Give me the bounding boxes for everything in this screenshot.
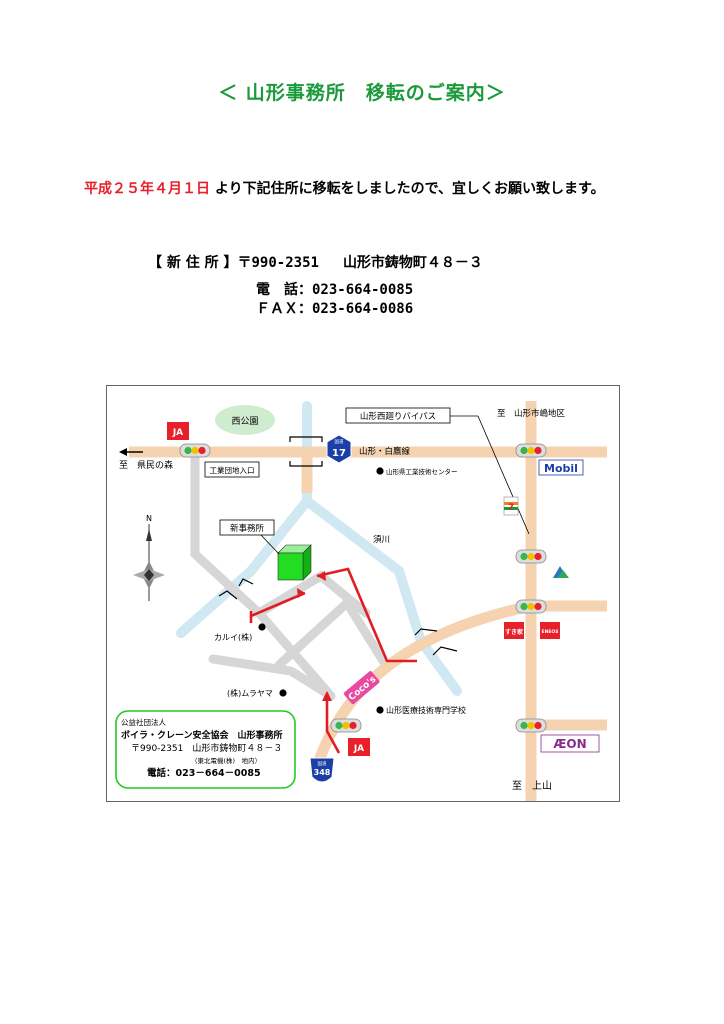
office-info-box bbox=[115, 710, 296, 789]
medical-school-marker bbox=[376, 706, 384, 714]
svg-text:ÆON: ÆON bbox=[553, 737, 586, 751]
org-phone: 電話：023－664－0085 bbox=[147, 767, 261, 779]
murayama-label: (株)ムラヤマ bbox=[227, 688, 273, 698]
fax-label: ＦＡＸ： bbox=[256, 301, 312, 317]
industrial-center-marker bbox=[376, 467, 384, 475]
side-roads bbox=[190, 451, 390, 701]
svg-text:17: 17 bbox=[332, 448, 346, 459]
phone-row: 電 話：023-664-0085 bbox=[256, 279, 413, 299]
mobil-logo-icon: Mobil bbox=[538, 459, 584, 476]
eneos-logo-icon: ENEOS bbox=[540, 622, 560, 639]
svg-text:国道: 国道 bbox=[335, 438, 344, 445]
bypass-label-box bbox=[345, 407, 451, 424]
ja-logo-icon: JA bbox=[348, 738, 370, 756]
page-title: ＜ 山形事務所 移転のご案内＞ bbox=[218, 82, 506, 104]
road-name-label: 山形・白鷹線 bbox=[359, 446, 411, 457]
route348-shield-icon: 国道 348 bbox=[309, 757, 335, 783]
org-name: ボイラ・クレーン安全協会 山形事務所 bbox=[121, 729, 283, 741]
cocos-logo-icon: Coco's bbox=[343, 671, 380, 705]
sukiya-logo-icon: すき家 bbox=[504, 622, 524, 639]
fax-number: 023-664-0086 bbox=[312, 301, 414, 317]
phone-label: 電 話： bbox=[256, 282, 312, 298]
traffic-signal-icon bbox=[515, 718, 547, 733]
industrial-center-label: 山形県工業技術センター bbox=[386, 467, 458, 476]
aeon-logo-icon: ÆON bbox=[540, 734, 600, 753]
svg-text:国道: 国道 bbox=[318, 760, 327, 767]
west-arrow-icon bbox=[119, 448, 127, 456]
route-guide bbox=[249, 567, 417, 754]
svg-text:Mobil: Mobil bbox=[544, 462, 578, 475]
bypass-label: 山形西廻りバイパス bbox=[360, 411, 436, 422]
fax-row: ＦＡＸ：023-664-0086 bbox=[256, 298, 413, 318]
svg-text:すき家: すき家 bbox=[505, 628, 523, 636]
phone-number: 023-664-0085 bbox=[312, 282, 414, 298]
postal-code: 〒990-2351 bbox=[237, 255, 319, 271]
org-address: 〒990-2351 山形市鋳物町４８－３ bbox=[131, 742, 282, 754]
murayama-marker bbox=[279, 689, 287, 697]
karui-marker bbox=[258, 623, 266, 631]
org-type: 公益社団法人 bbox=[121, 717, 166, 727]
bridge-marks bbox=[218, 436, 458, 656]
svg-text:ENEOS: ENEOS bbox=[542, 629, 559, 635]
ja-logo-icon: JA bbox=[167, 422, 189, 440]
compass-icon: N bbox=[133, 514, 165, 601]
intro-line: 平成２５年４月１日 より下記住所に移転をしましたので、宜しくお願い致します。 bbox=[84, 178, 605, 198]
park-label: 西公園 bbox=[231, 416, 258, 427]
traffic-signal-icon bbox=[515, 443, 547, 458]
new-office-label-box bbox=[219, 519, 275, 536]
svg-text:7: 7 bbox=[508, 503, 514, 513]
traffic-signal-icon bbox=[330, 718, 362, 733]
park bbox=[215, 405, 275, 435]
new-office-building bbox=[277, 544, 312, 581]
svg-text:348: 348 bbox=[314, 768, 331, 777]
intro-text: より下記住所に移転をしましたので、宜しくお願い致します。 bbox=[214, 181, 605, 197]
river-label: 須川 bbox=[373, 535, 390, 545]
traffic-signal-icon bbox=[515, 599, 547, 614]
address-location: 山形市鋳物町４８－３ bbox=[342, 255, 483, 271]
route-arrowheads bbox=[297, 571, 332, 701]
yamazawa-logo-icon bbox=[550, 563, 570, 581]
to-kaminoyama-label: 至 上山 bbox=[512, 780, 552, 792]
move-date: 平成２５年４月１日 bbox=[84, 181, 210, 197]
address-label: 【 新 住 所 】 bbox=[148, 255, 238, 271]
traffic-signal-icon bbox=[515, 549, 547, 564]
svg-text:JA: JA bbox=[172, 428, 183, 438]
karui-label: カルイ(株) bbox=[214, 632, 252, 642]
seven-eleven-logo-icon: 7 bbox=[503, 496, 519, 516]
medical-school-label: 山形医療技術専門学校 bbox=[386, 705, 466, 715]
industrial-entry-label: 工業団地入口 bbox=[210, 465, 255, 475]
access-map: 西公園 新事務所 山形西廻りバイパス 至 山形市嶋地区 至 県民の森 至 上山 bbox=[106, 385, 620, 802]
new-address: 【 新 住 所 】〒990-2351 山形市鋳物町４８－３ bbox=[148, 252, 483, 272]
to-northeast-label: 至 山形市嶋地区 bbox=[497, 408, 566, 419]
to-forest-label: 至 県民の森 bbox=[119, 459, 173, 471]
org-note: （東北電機(株) 地内） bbox=[191, 756, 261, 765]
svg-text:JA: JA bbox=[353, 744, 364, 754]
traffic-signal-icon bbox=[179, 443, 211, 458]
svg-text:N: N bbox=[146, 514, 152, 523]
new-office-label: 新事務所 bbox=[230, 523, 265, 534]
route17-shield-icon: 国道 17 bbox=[326, 434, 352, 464]
industrial-entry-box bbox=[204, 461, 260, 478]
